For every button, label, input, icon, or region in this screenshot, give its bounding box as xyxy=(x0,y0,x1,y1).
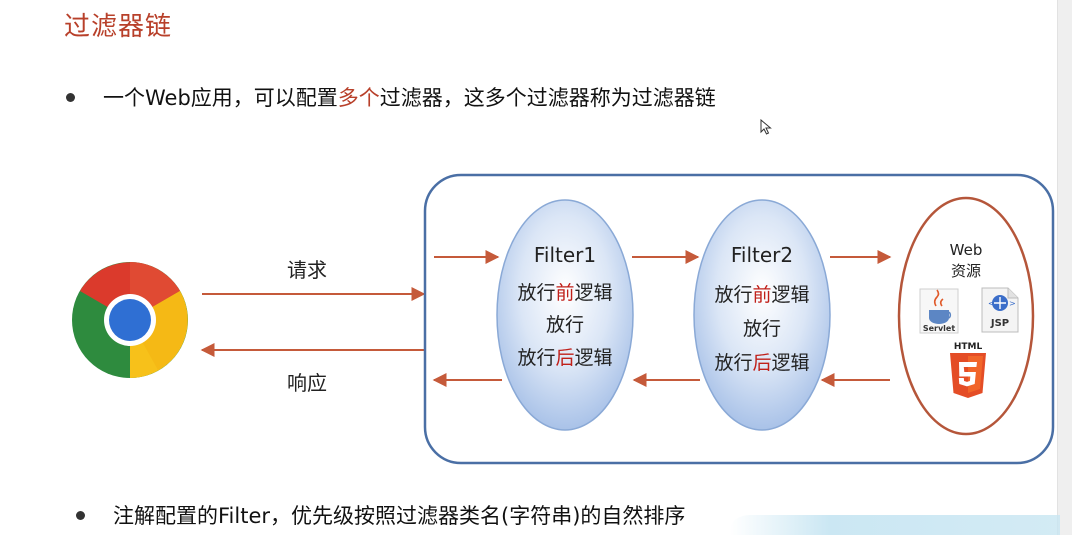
filter2-pass: 放行 xyxy=(743,318,781,340)
jsp-bracket-right: > xyxy=(1009,299,1016,308)
scrollbar[interactable] xyxy=(1057,0,1072,535)
html5-icon: HTML xyxy=(950,342,986,398)
jsp-bracket-left: < xyxy=(988,299,995,308)
filter1-after-logic: 放行后逻辑 xyxy=(517,347,612,369)
filter1-before-logic: 放行前逻辑 xyxy=(517,282,612,304)
bullet-chain-definition: 一个Web应用，可以配置多个过滤器，这多个过滤器称为过滤器链 xyxy=(66,82,716,112)
mouse-cursor-icon xyxy=(760,119,772,135)
filter1-node: Filter1 放行前逻辑 放行 放行后逻辑 xyxy=(496,199,634,431)
servlet-label: Servlet xyxy=(923,324,956,333)
bullet-dot xyxy=(76,510,85,520)
filter2-before-logic: 放行前逻辑 xyxy=(714,284,809,306)
bullet1-after: 过滤器，这多个过滤器称为过滤器链 xyxy=(379,86,716,110)
filter2-after-logic: 放行后逻辑 xyxy=(714,352,809,374)
resource-line2: 资源 xyxy=(951,262,981,280)
jsp-file-icon: < > JSP xyxy=(981,287,1019,333)
filter1-pass: 放行 xyxy=(546,314,584,336)
web-resource-node: Web 资源 Servlet < > JSP HTML xyxy=(897,196,1035,436)
request-label: 请求 xyxy=(287,258,327,282)
chrome-browser-icon xyxy=(72,262,188,378)
bullet-dot xyxy=(66,92,75,102)
bullet-annotation-priority: 注解配置的Filter，优先级按照过滤器类名(字符串)的自然排序 xyxy=(76,500,685,530)
filter2-node: Filter2 放行前逻辑 放行 放行后逻辑 xyxy=(693,199,831,431)
web-container-box xyxy=(423,173,1055,465)
filter2-name: Filter2 xyxy=(731,243,793,267)
resource-line1: Web xyxy=(950,241,983,259)
html-label: HTML xyxy=(954,342,983,352)
jsp-label: JSP xyxy=(990,318,1009,329)
filter1-name: Filter1 xyxy=(534,243,596,267)
slide-title: 过滤器链 xyxy=(64,12,173,42)
decorative-wave xyxy=(730,515,1060,535)
bullet1-before: 一个Web应用，可以配置 xyxy=(103,86,338,110)
bullet2-text: 注解配置的Filter，优先级按照过滤器类名(字符串)的自然排序 xyxy=(113,504,686,528)
bullet1-highlight: 多个 xyxy=(337,86,380,110)
response-label: 响应 xyxy=(287,371,327,395)
java-servlet-icon: Servlet xyxy=(919,288,959,334)
